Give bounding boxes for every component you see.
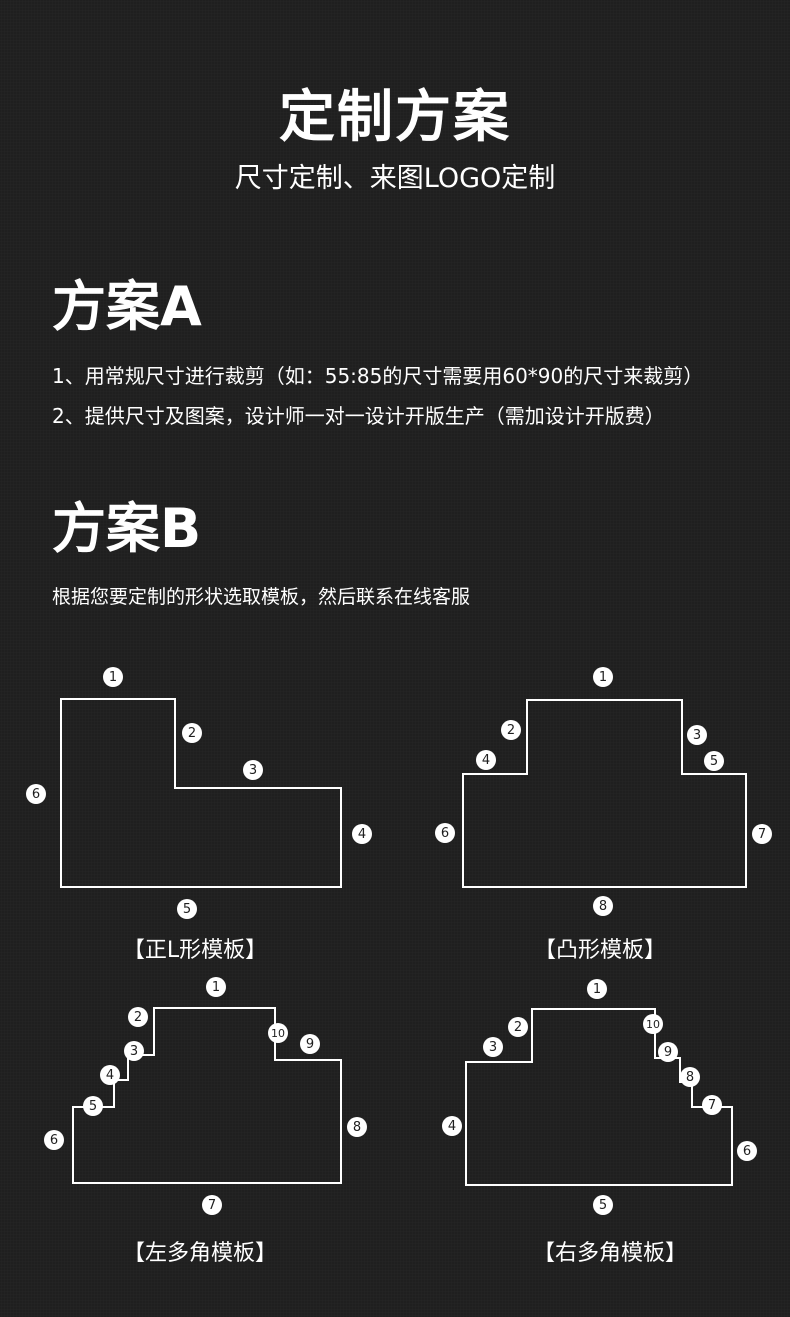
marker-c-1-text: 1 (599, 670, 607, 685)
plan-a-heading: 方案A (52, 275, 202, 338)
template-label-left-multi: 【左多角模板】 (122, 1241, 277, 1266)
page-title: 定制方案 (279, 85, 511, 150)
marker-lm-7-text: 7 (208, 1198, 216, 1213)
marker-l-4: 4 (352, 824, 372, 844)
marker-l-6-text: 6 (32, 787, 40, 802)
marker-lm-1-text: 1 (212, 980, 220, 995)
marker-c-5: 5 (704, 751, 724, 771)
marker-lm-5: 5 (83, 1096, 103, 1116)
marker-lm-9: 9 (300, 1034, 320, 1054)
marker-c-7: 7 (752, 824, 772, 844)
marker-rm-8-text: 8 (686, 1070, 694, 1085)
l-shape-outline (60, 698, 342, 888)
marker-l-6: 6 (26, 784, 46, 804)
marker-rm-5: 5 (593, 1195, 613, 1215)
marker-rm-5-text: 5 (599, 1198, 607, 1213)
template-right-multi-angle: 1 2 3 4 5 6 7 8 9 10 (442, 979, 757, 1215)
left-multi-angle-outline (72, 1007, 342, 1184)
marker-c-2-text: 2 (507, 723, 515, 738)
marker-rm-7-text: 7 (708, 1098, 716, 1113)
plan-b-description: 根据您要定制的形状选取模板，然后联系在线客服 (52, 586, 471, 608)
marker-lm-2-text: 2 (134, 1010, 142, 1025)
marker-l-1-text: 1 (109, 670, 117, 685)
marker-c-4: 4 (476, 750, 496, 770)
plan-b-heading: 方案B (52, 497, 202, 560)
marker-lm-2: 2 (128, 1007, 148, 1027)
marker-rm-3: 3 (483, 1037, 503, 1057)
marker-lm-4: 4 (100, 1065, 120, 1085)
marker-rm-3-text: 3 (489, 1040, 497, 1055)
template-l-shape: 1 2 3 4 5 6 (26, 667, 372, 919)
marker-lm-6: 6 (44, 1130, 64, 1150)
marker-rm-6: 6 (737, 1141, 757, 1161)
marker-c-6-text: 6 (441, 826, 449, 841)
marker-l-4-text: 4 (358, 827, 366, 842)
marker-c-3-text: 3 (693, 728, 701, 743)
marker-rm-2-text: 2 (514, 1020, 522, 1035)
marker-lm-9-text: 9 (306, 1037, 314, 1052)
marker-l-1: 1 (103, 667, 123, 687)
marker-rm-4-text: 4 (448, 1119, 456, 1134)
marker-rm-4: 4 (442, 1116, 462, 1136)
plan-a-line-2: 2、提供尺寸及图案，设计师一对一设计开版生产（需加设计开版费） (52, 404, 665, 428)
marker-c-8-text: 8 (599, 899, 607, 914)
marker-c-4-text: 4 (482, 753, 490, 768)
template-label-right-multi: 【右多角模板】 (532, 1241, 687, 1266)
marker-c-2: 2 (501, 720, 521, 740)
marker-l-3-text: 3 (249, 763, 257, 778)
marker-c-3: 3 (687, 725, 707, 745)
marker-l-5: 5 (177, 899, 197, 919)
marker-lm-3-text: 3 (130, 1044, 138, 1059)
marker-rm-10: 10 (643, 1014, 663, 1034)
marker-c-5-text: 5 (710, 754, 718, 769)
page-subtitle: 尺寸定制、来图LOGO定制 (234, 163, 556, 194)
right-multi-angle-outline (465, 1008, 733, 1186)
marker-rm-1: 1 (587, 979, 607, 999)
marker-lm-8: 8 (347, 1117, 367, 1137)
marker-rm-9: 9 (658, 1042, 678, 1062)
marker-rm-7: 7 (702, 1095, 722, 1115)
marker-lm-10-text: 10 (271, 1027, 285, 1040)
marker-lm-3: 3 (124, 1041, 144, 1061)
marker-l-5-text: 5 (183, 902, 191, 917)
marker-rm-1-text: 1 (593, 982, 601, 997)
marker-c-1: 1 (593, 667, 613, 687)
template-label-l-shape: 【正L形模板】 (122, 938, 268, 963)
plan-a-line-1: 1、用常规尺寸进行裁剪（如：55:85的尺寸需要用60*90的尺寸来裁剪） (52, 364, 704, 388)
marker-l-2: 2 (182, 723, 202, 743)
convex-shape-outline (462, 699, 747, 888)
template-left-multi-angle: 1 2 3 4 5 6 7 8 9 10 (44, 977, 367, 1215)
marker-lm-1: 1 (206, 977, 226, 997)
marker-rm-2: 2 (508, 1017, 528, 1037)
marker-lm-7: 7 (202, 1195, 222, 1215)
marker-rm-8: 8 (680, 1067, 700, 1087)
marker-c-6: 6 (435, 823, 455, 843)
marker-l-2-text: 2 (188, 726, 196, 741)
marker-lm-8-text: 8 (353, 1120, 361, 1135)
marker-c-7-text: 7 (758, 827, 766, 842)
marker-lm-6-text: 6 (50, 1133, 58, 1148)
marker-c-8: 8 (593, 896, 613, 916)
template-convex-shape: 1 2 3 4 5 6 7 8 (435, 667, 772, 916)
template-label-convex: 【凸形模板】 (533, 938, 666, 963)
marker-lm-4-text: 4 (106, 1068, 114, 1083)
marker-rm-6-text: 6 (743, 1144, 751, 1159)
marker-rm-10-text: 10 (646, 1018, 660, 1031)
marker-lm-5-text: 5 (89, 1099, 97, 1114)
marker-l-3: 3 (243, 760, 263, 780)
marker-rm-9-text: 9 (664, 1045, 672, 1060)
marker-lm-10: 10 (268, 1023, 288, 1043)
